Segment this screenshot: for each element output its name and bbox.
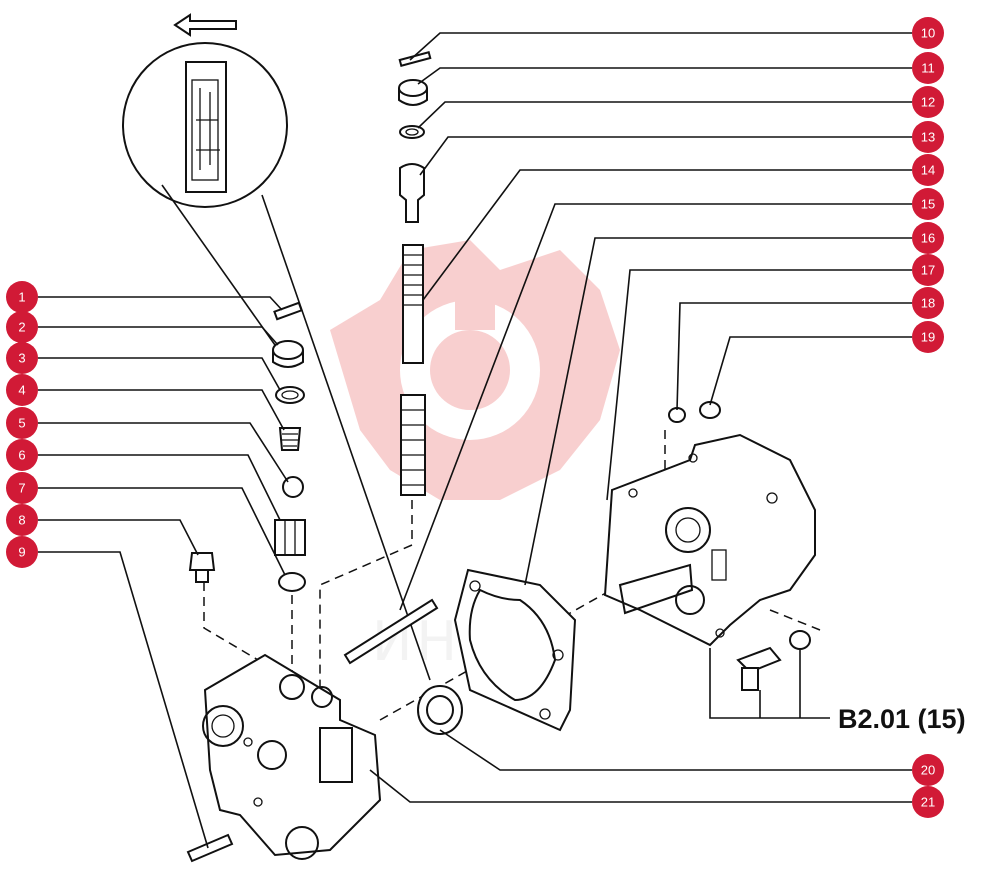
callout-7: 7: [6, 472, 38, 504]
svg-text:21: 21: [921, 795, 935, 810]
svg-text:6: 6: [18, 448, 25, 463]
svg-text:10: 10: [921, 26, 935, 41]
callout-21: 21: [912, 786, 944, 818]
assembly-ref-label: B2.01 (15): [838, 704, 966, 734]
small-parts-left: [188, 301, 306, 592]
valve-body: [186, 653, 382, 863]
callout-4: 4: [6, 374, 38, 406]
svg-text:13: 13: [921, 130, 935, 145]
pump-housing: [603, 401, 816, 691]
callout-11: 11: [912, 52, 944, 84]
svg-text:14: 14: [921, 163, 935, 178]
svg-text:18: 18: [921, 296, 935, 311]
callout-13: 13: [912, 121, 944, 153]
callout-5: 5: [6, 407, 38, 439]
svg-text:4: 4: [18, 383, 25, 398]
svg-text:9: 9: [18, 545, 25, 560]
svg-text:19: 19: [921, 330, 935, 345]
oil-seal: [417, 685, 463, 735]
callout-6: 6: [6, 439, 38, 471]
svg-text:16: 16: [921, 231, 935, 246]
svg-text:5: 5: [18, 416, 25, 431]
spring-and-rod-parts: [343, 50, 439, 665]
svg-text:12: 12: [921, 95, 935, 110]
callout-18: 18: [912, 287, 944, 319]
detail-zoom-circle: [122, 42, 431, 681]
assembly-ref-bracket: [709, 648, 830, 719]
callout-16: 16: [912, 222, 944, 254]
callout-leaders: [38, 32, 912, 849]
callout-3: 3: [6, 342, 38, 374]
callout-17: 17: [912, 254, 944, 286]
svg-text:2: 2: [18, 320, 25, 335]
svg-text:17: 17: [921, 263, 935, 278]
callout-8: 8: [6, 504, 38, 536]
svg-text:8: 8: [18, 513, 25, 528]
svg-text:3: 3: [18, 351, 25, 366]
svg-text:1: 1: [18, 290, 25, 305]
callout-12: 12: [912, 86, 944, 118]
callout-2: 2: [6, 311, 38, 343]
direction-arrow-icon: [173, 13, 237, 37]
gasket: [453, 568, 577, 732]
callout-15: 15: [912, 188, 944, 220]
svg-text:7: 7: [18, 481, 25, 496]
callout-9: 9: [6, 536, 38, 568]
callout-14: 14: [912, 154, 944, 186]
callout-badges: 1 2 3 4 5 6 7 8 9 10 11 12 13 14 15 16 1…: [6, 17, 944, 818]
callout-10: 10: [912, 17, 944, 49]
svg-text:15: 15: [921, 197, 935, 212]
svg-text:20: 20: [921, 763, 935, 778]
callout-19: 19: [912, 321, 944, 353]
svg-text:11: 11: [921, 61, 935, 76]
callout-1: 1: [6, 281, 38, 313]
callout-20: 20: [912, 754, 944, 786]
